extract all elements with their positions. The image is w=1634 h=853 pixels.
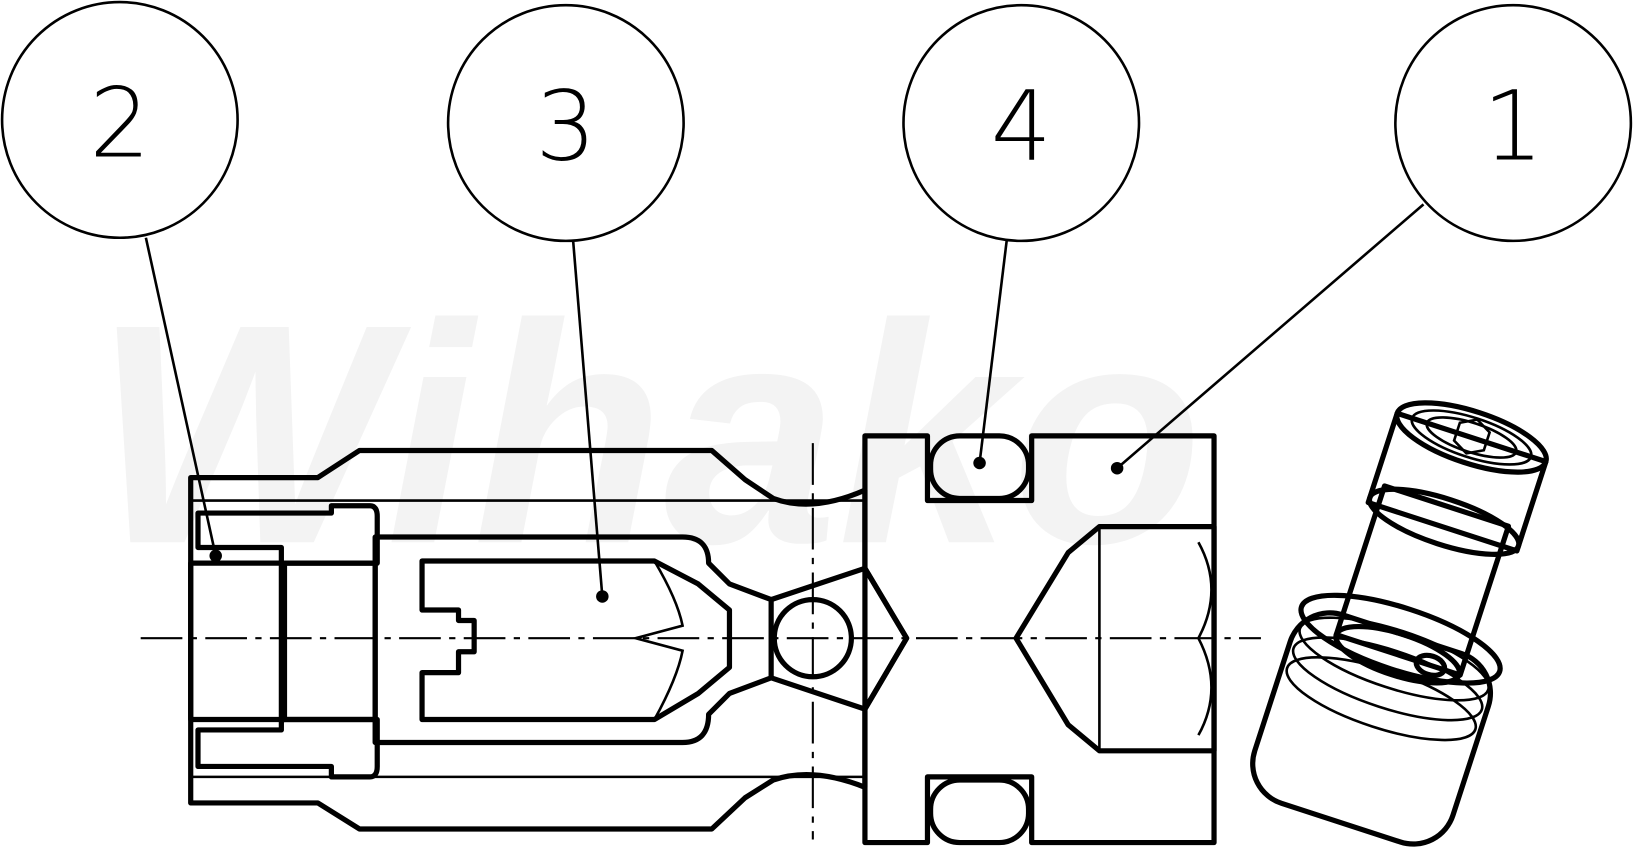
balloon-1: 1 xyxy=(1394,3,1633,243)
part-2-insert xyxy=(195,503,380,780)
balloon-2: 2 xyxy=(0,0,239,240)
balloon-label: 3 xyxy=(535,71,596,183)
balloon-label: 4 xyxy=(991,71,1052,183)
balloon-3: 3 xyxy=(446,3,685,243)
part-4-o-ring xyxy=(927,433,1032,846)
balloon-label: 2 xyxy=(89,67,150,179)
part-3-marker-dot xyxy=(596,590,609,603)
balloon-4: 4 xyxy=(902,3,1141,243)
watermark: Wihako xyxy=(94,260,1203,609)
hex-socket-icon xyxy=(1452,418,1492,455)
part-3-pin xyxy=(419,558,733,723)
balloon-label: 1 xyxy=(1483,71,1544,183)
part-4-marker-dot xyxy=(973,456,986,470)
part-1-isometric-view xyxy=(1250,400,1549,847)
